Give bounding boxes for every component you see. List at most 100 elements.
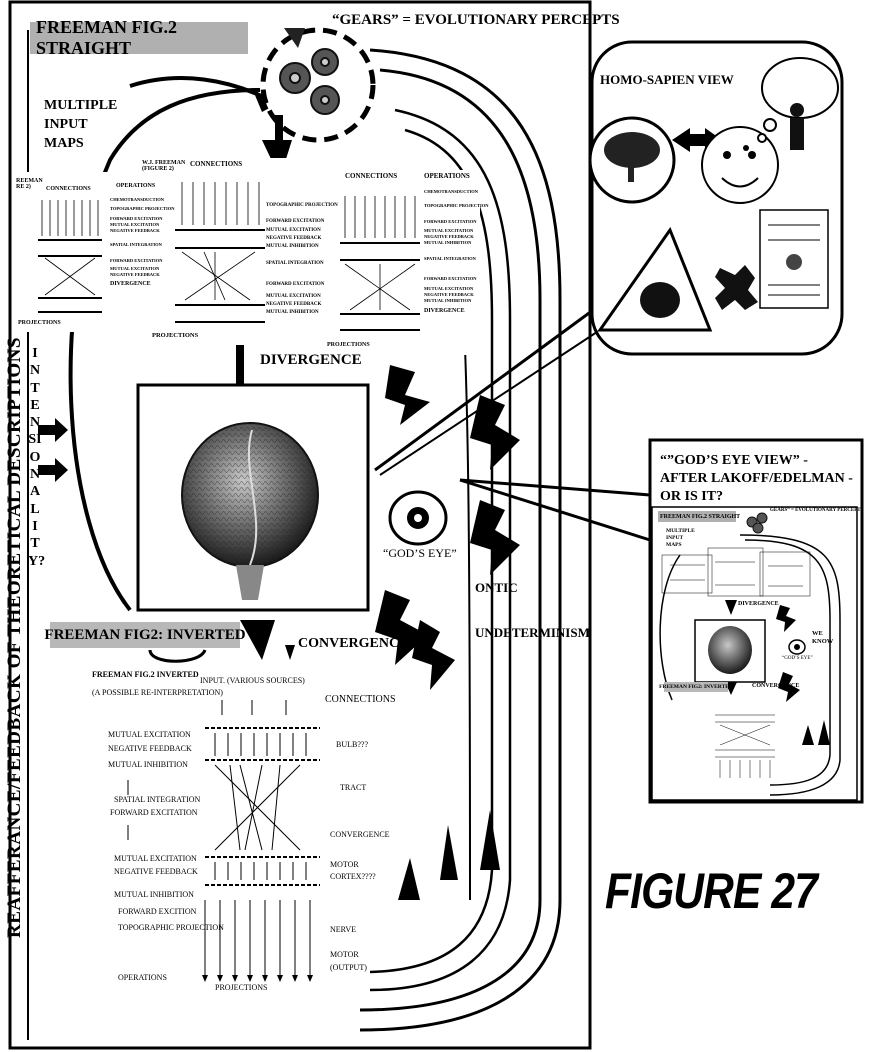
op-item: SPATIAL INTEGRATION	[424, 256, 476, 261]
inset-maps-line: MULTIPLE	[666, 528, 695, 534]
op-item: SPATIAL INTEGRATION	[266, 261, 324, 266]
inv-right: NERVE	[330, 925, 357, 934]
inv-operations: OPERATIONS	[118, 973, 167, 982]
op-item: MUTUAL INHIBITION	[424, 240, 472, 245]
inv-right: CONVERGENCE	[330, 830, 390, 839]
op-item: NEGATIVE FEEDBACK	[424, 234, 474, 239]
inset-divergence: DIVERGENCE	[738, 601, 779, 607]
arrow-convergence	[240, 620, 275, 660]
figure-number: FIGURE 27	[605, 863, 818, 919]
inv-right: (OUTPUT)	[330, 963, 367, 972]
inv-op: FORWARD EXCITION	[118, 907, 197, 916]
freeman-fig2-straight-label: FREEMAN FIG.2 STRAIGHT	[36, 17, 177, 58]
panel-right-operations: OPERATIONS	[424, 172, 470, 180]
gears-title: “GEARS” = EVOLUTIONARY PERCEPTS	[332, 12, 620, 28]
arrow-right-2	[38, 458, 68, 482]
tree-circle-icon	[588, 116, 676, 204]
side-feedback-label: REAFFERANCE/FEEDBACK OF THEORETICAL DESC…	[4, 337, 25, 938]
op-item: FORWARD EXCITATION	[424, 219, 477, 224]
panel-center-projections: PROJECTIONS	[152, 332, 199, 339]
inv-right: TRACT	[340, 783, 367, 792]
inset-maps: MULTIPLE INPUT MAPS	[666, 528, 695, 549]
undeterminism-label: UNDETERMINISM	[475, 625, 590, 640]
reinterpretation-label: (A POSSIBLE RE-INTERPRETATION)	[92, 688, 223, 697]
panel-center-ops: TOPOGRAPHIC PROJECTION FORWARD EXCITATIO…	[266, 196, 338, 317]
intensionality-label: INTENSIONALITY?	[28, 346, 46, 569]
arrow-up-1	[398, 858, 420, 900]
inset-eye-icon	[788, 639, 806, 655]
inv-op: MUTUAL EXCITATION	[114, 854, 197, 863]
panel-right-projections: PROJECTIONS	[327, 342, 370, 348]
inset-neuron-panels	[661, 547, 811, 597]
panel-left-neurons	[38, 200, 102, 313]
panel-right-neurons	[340, 196, 420, 331]
op-item: NEGATIVE FEEDBACK	[424, 292, 474, 297]
thinking-person-icon	[757, 57, 839, 150]
panel-center-box	[140, 158, 330, 343]
inverted-connections: CONNECTIONS	[325, 694, 396, 705]
inset-maps-line: MAPS	[666, 542, 682, 548]
op-item: MUTUAL EXCITATION	[110, 266, 160, 271]
arrow-right-1	[38, 418, 68, 442]
inverted-subtitle: FREEMAN FIG.2 INVERTED	[92, 670, 199, 679]
op-item: FORWARD EXCITATION	[110, 258, 163, 263]
op-item: FORWARD EXCITATION	[424, 276, 477, 281]
op-item: TOPOGRAPHIC PROJECTION	[110, 206, 175, 211]
inv-op: NEGATIVE FEEDBACK	[108, 744, 192, 753]
inv-op: MUTUAL EXCITATION	[108, 730, 191, 739]
gear-icon	[279, 48, 340, 115]
eye-icon	[388, 490, 448, 546]
maps-line-1: MULTIPLE	[44, 98, 118, 113]
inv-op: MUTUAL INHIBITION	[108, 760, 188, 769]
input-label: INPUT. (VARIOUS SOURCES)	[200, 676, 305, 685]
panel-center-title: W.J. FREEMAN (FIGURE 2)	[142, 160, 186, 172]
maps-line-2: INPUT	[44, 117, 88, 132]
panel-left-connections: CONNECTIONS	[46, 186, 91, 192]
freeman-fig2-straight-title: FREEMAN FIG.2 STRAIGHT	[30, 17, 248, 58]
panel-right-box	[325, 170, 480, 355]
op-item: NEGATIVE FEEDBACK	[266, 302, 322, 307]
panel-center-neurons	[175, 182, 265, 323]
convergence-label: CONVERGENCE	[298, 636, 409, 651]
panel-right-connections: CONNECTIONS	[345, 172, 398, 180]
panel-center-connections: CONNECTIONS	[190, 160, 243, 168]
sweep-loop-outer	[359, 48, 562, 1032]
inset-brain-image	[708, 626, 752, 674]
inset-gears-title: GEARS” = EVOLUTIONARY PERCEPTS	[770, 508, 864, 513]
inv-right: CORTEX????	[330, 872, 376, 881]
op-item: FORWARD EXCITATION	[110, 216, 163, 221]
op-item: MUTUAL EXCITATION	[110, 222, 160, 227]
op-item: SPATIAL INTEGRATION	[110, 242, 162, 247]
op-item: MUTUAL INHIBITION	[266, 310, 319, 315]
op-item: NEGATIVE FEEDBACK	[110, 228, 160, 233]
cross-arrows-icon	[715, 265, 758, 310]
op-item: FORWARD EXCITATION	[266, 282, 325, 287]
inset-inverted-title: FREEMAN FIG2: INVERTED	[659, 682, 733, 692]
inv-op: TOPOGRAPHIC PROJECTION	[118, 923, 224, 932]
panel-left-title: REEMAN RE 2)	[16, 178, 43, 190]
inverted-neurons	[204, 700, 320, 975]
op-item: TOPOGRAPHIC PROJECTION	[424, 203, 489, 208]
op-item: NEGATIVE FEEDBACK	[266, 236, 322, 241]
op-item: MUTUAL INHIBITION	[266, 244, 319, 249]
ontic-label: ONTIC	[475, 580, 518, 595]
op-item: TOPOGRAPHIC PROJECTION	[266, 203, 338, 208]
sweep-loop-inner	[369, 108, 512, 992]
op-item: DIVERGENCE	[424, 308, 465, 314]
gods-eye-label: “GOD’S EYE”	[383, 546, 457, 560]
op-item: MUTUAL EXCITATION	[424, 228, 474, 233]
inv-op: MUTUAL INHIBITION	[114, 890, 194, 899]
inv-right: BULB???	[336, 740, 368, 749]
op-item: CHEMOTRANSDUCTION	[424, 189, 479, 194]
inset-maps-line: INPUT	[666, 535, 684, 541]
triangle-brain-icon	[597, 226, 713, 332]
inset-gears-icon	[746, 512, 768, 534]
inset-gods-eye: “GOD’S EYE”	[782, 656, 813, 661]
op-item: CHEMOTRANSDUCTION	[110, 197, 165, 202]
inv-op: FORWARD EXCITATION	[110, 808, 198, 817]
panel-left-operations: OPERATIONS	[116, 183, 156, 189]
inset-inverted-label: FREEMAN FIG2: INVERTED	[659, 684, 733, 690]
inset-we-know-line: KNOW	[812, 638, 834, 645]
op-item: FORWARD EXCITATION	[266, 219, 325, 224]
